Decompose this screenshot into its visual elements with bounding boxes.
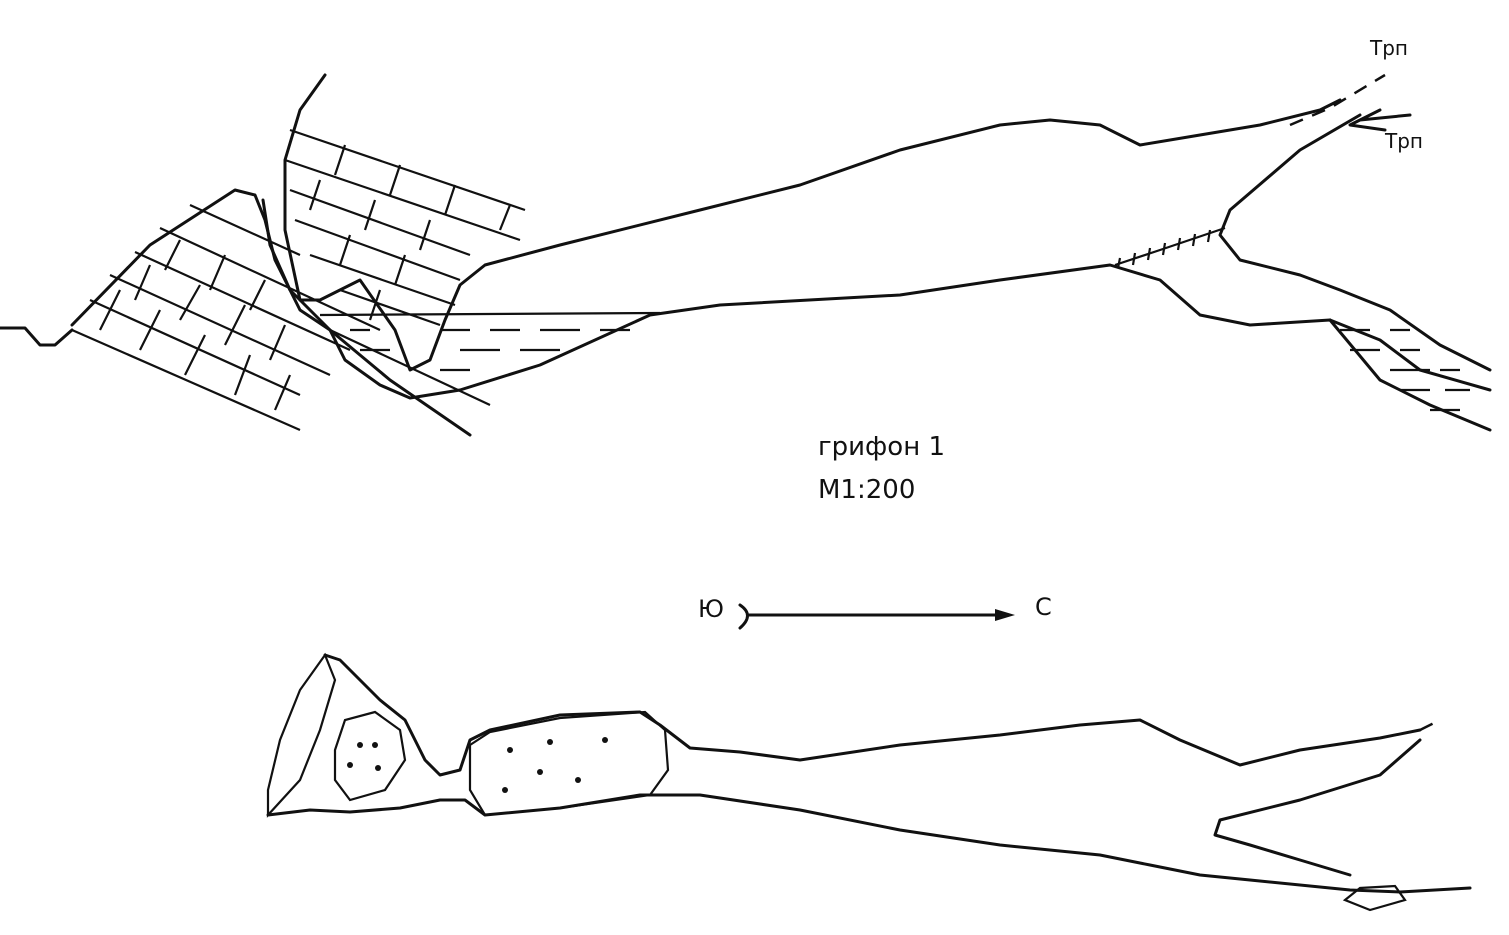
label-trp-bottom: Трп bbox=[1384, 129, 1423, 153]
plan-outline-upper bbox=[323, 653, 1422, 777]
plan-outline-lower bbox=[266, 793, 1472, 894]
water-hatching bbox=[350, 328, 1470, 412]
passage-floor-right bbox=[1328, 318, 1492, 432]
arrow-head-icon bbox=[995, 609, 1015, 621]
plan-boulder-2 bbox=[468, 710, 670, 817]
upper-passage-end bbox=[1348, 108, 1412, 132]
surface-left bbox=[0, 326, 74, 347]
limestone-bricks-upper bbox=[284, 128, 526, 327]
label-trp-top: Трп bbox=[1369, 36, 1408, 60]
passage-ceiling bbox=[283, 73, 1342, 372]
plan-branch bbox=[1213, 738, 1422, 877]
limestone-bricks-left bbox=[89, 203, 381, 411]
plan-boulder-end bbox=[1342, 884, 1407, 912]
plan-dashed-end bbox=[1419, 718, 1441, 732]
plan-boulder-1 bbox=[333, 710, 407, 802]
cave-profile bbox=[0, 73, 1492, 437]
passage-branch bbox=[1218, 113, 1492, 372]
north-label: С bbox=[1035, 593, 1052, 621]
cave-plan bbox=[266, 652, 1472, 912]
sediment-ledge bbox=[1114, 226, 1226, 269]
water-level-left bbox=[319, 311, 661, 317]
plan-debris-left bbox=[266, 652, 337, 818]
limestone-left-outline bbox=[70, 188, 472, 437]
boulder-marks bbox=[347, 737, 608, 793]
limestone-lower-edge bbox=[71, 328, 491, 432]
direction-arrow: Ю С bbox=[698, 593, 1052, 630]
scale-label: М1:200 bbox=[818, 475, 915, 505]
diagram-title: грифон 1 bbox=[818, 432, 945, 462]
south-label: Ю bbox=[698, 595, 724, 623]
passage-floor bbox=[261, 198, 1492, 400]
